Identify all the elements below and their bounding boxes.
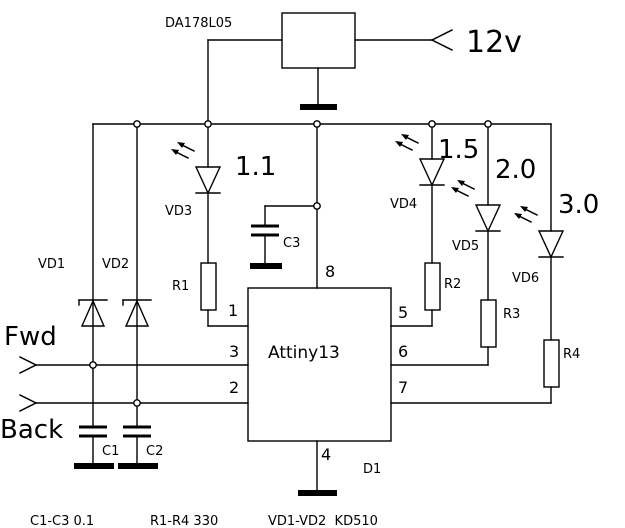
supply-input-arrow [431,29,453,51]
junction-dots [89,120,492,407]
r2-label: R2 [444,277,461,292]
pin-1-label: 1 [228,301,238,320]
resistor-r1 [200,262,249,327]
regulator-label: DA178L05 [165,16,232,31]
vd3-label: VD3 [165,204,192,219]
led-vd4 [395,123,446,264]
vd4-level-label: 1.5 [438,135,479,165]
vd5-label: VD5 [452,239,479,254]
vd4-label: VD4 [390,197,417,212]
vd6-label: VD6 [512,271,539,286]
vd5-level-label: 2.0 [495,155,536,185]
footnote-caps: C1-C3 0.1 [30,514,94,528]
back-input [19,394,249,412]
vd6-level-label: 3.0 [558,190,599,220]
footnote-diodes: VD1-VD2 KD510 [268,514,378,528]
pin-8-label: 8 [325,262,335,281]
fwd-input [19,356,249,374]
pin-2-label: 2 [229,378,239,397]
supply-label: 12v [466,25,522,60]
fwd-label: Fwd [4,322,57,352]
resistor-r4 [390,339,560,404]
pin-6-label: 6 [398,342,408,361]
pin-7-label: 7 [398,378,408,397]
capacitor-c1 [74,425,114,469]
chip-ground [298,440,337,496]
voltage-regulator [207,12,433,125]
r4-label: R4 [563,347,580,362]
footnote-resistors: R1-R4 330 [150,514,218,528]
c2-label: C2 [146,444,163,459]
r3-label: R3 [503,307,520,322]
chip-label: Attiny13 [268,343,340,363]
led-vd5 [451,123,502,301]
c3-label: C3 [283,236,300,251]
led-vd6 [514,123,565,341]
c1-label: C1 [102,444,119,459]
capacitor-c2 [118,425,158,469]
attiny13-chip [247,287,392,442]
pin-3-label: 3 [229,342,239,361]
vd1-label: VD1 [38,257,65,272]
vd3-level-label: 1.1 [235,152,276,182]
resistor-r2 [390,262,441,327]
led-vd3 [171,123,222,264]
vd2-label: VD2 [102,257,129,272]
r1-label: R1 [172,279,189,294]
resistor-r3 [390,299,497,366]
zener-diode-vd1 [78,299,108,327]
pin-4-label: 4 [321,445,331,464]
pin-5-label: 5 [398,303,408,322]
chip-ref-label: D1 [363,462,381,477]
capacitor-c3 [250,224,282,269]
back-label: Back [0,415,63,445]
zener-diode-vd2 [122,299,152,327]
